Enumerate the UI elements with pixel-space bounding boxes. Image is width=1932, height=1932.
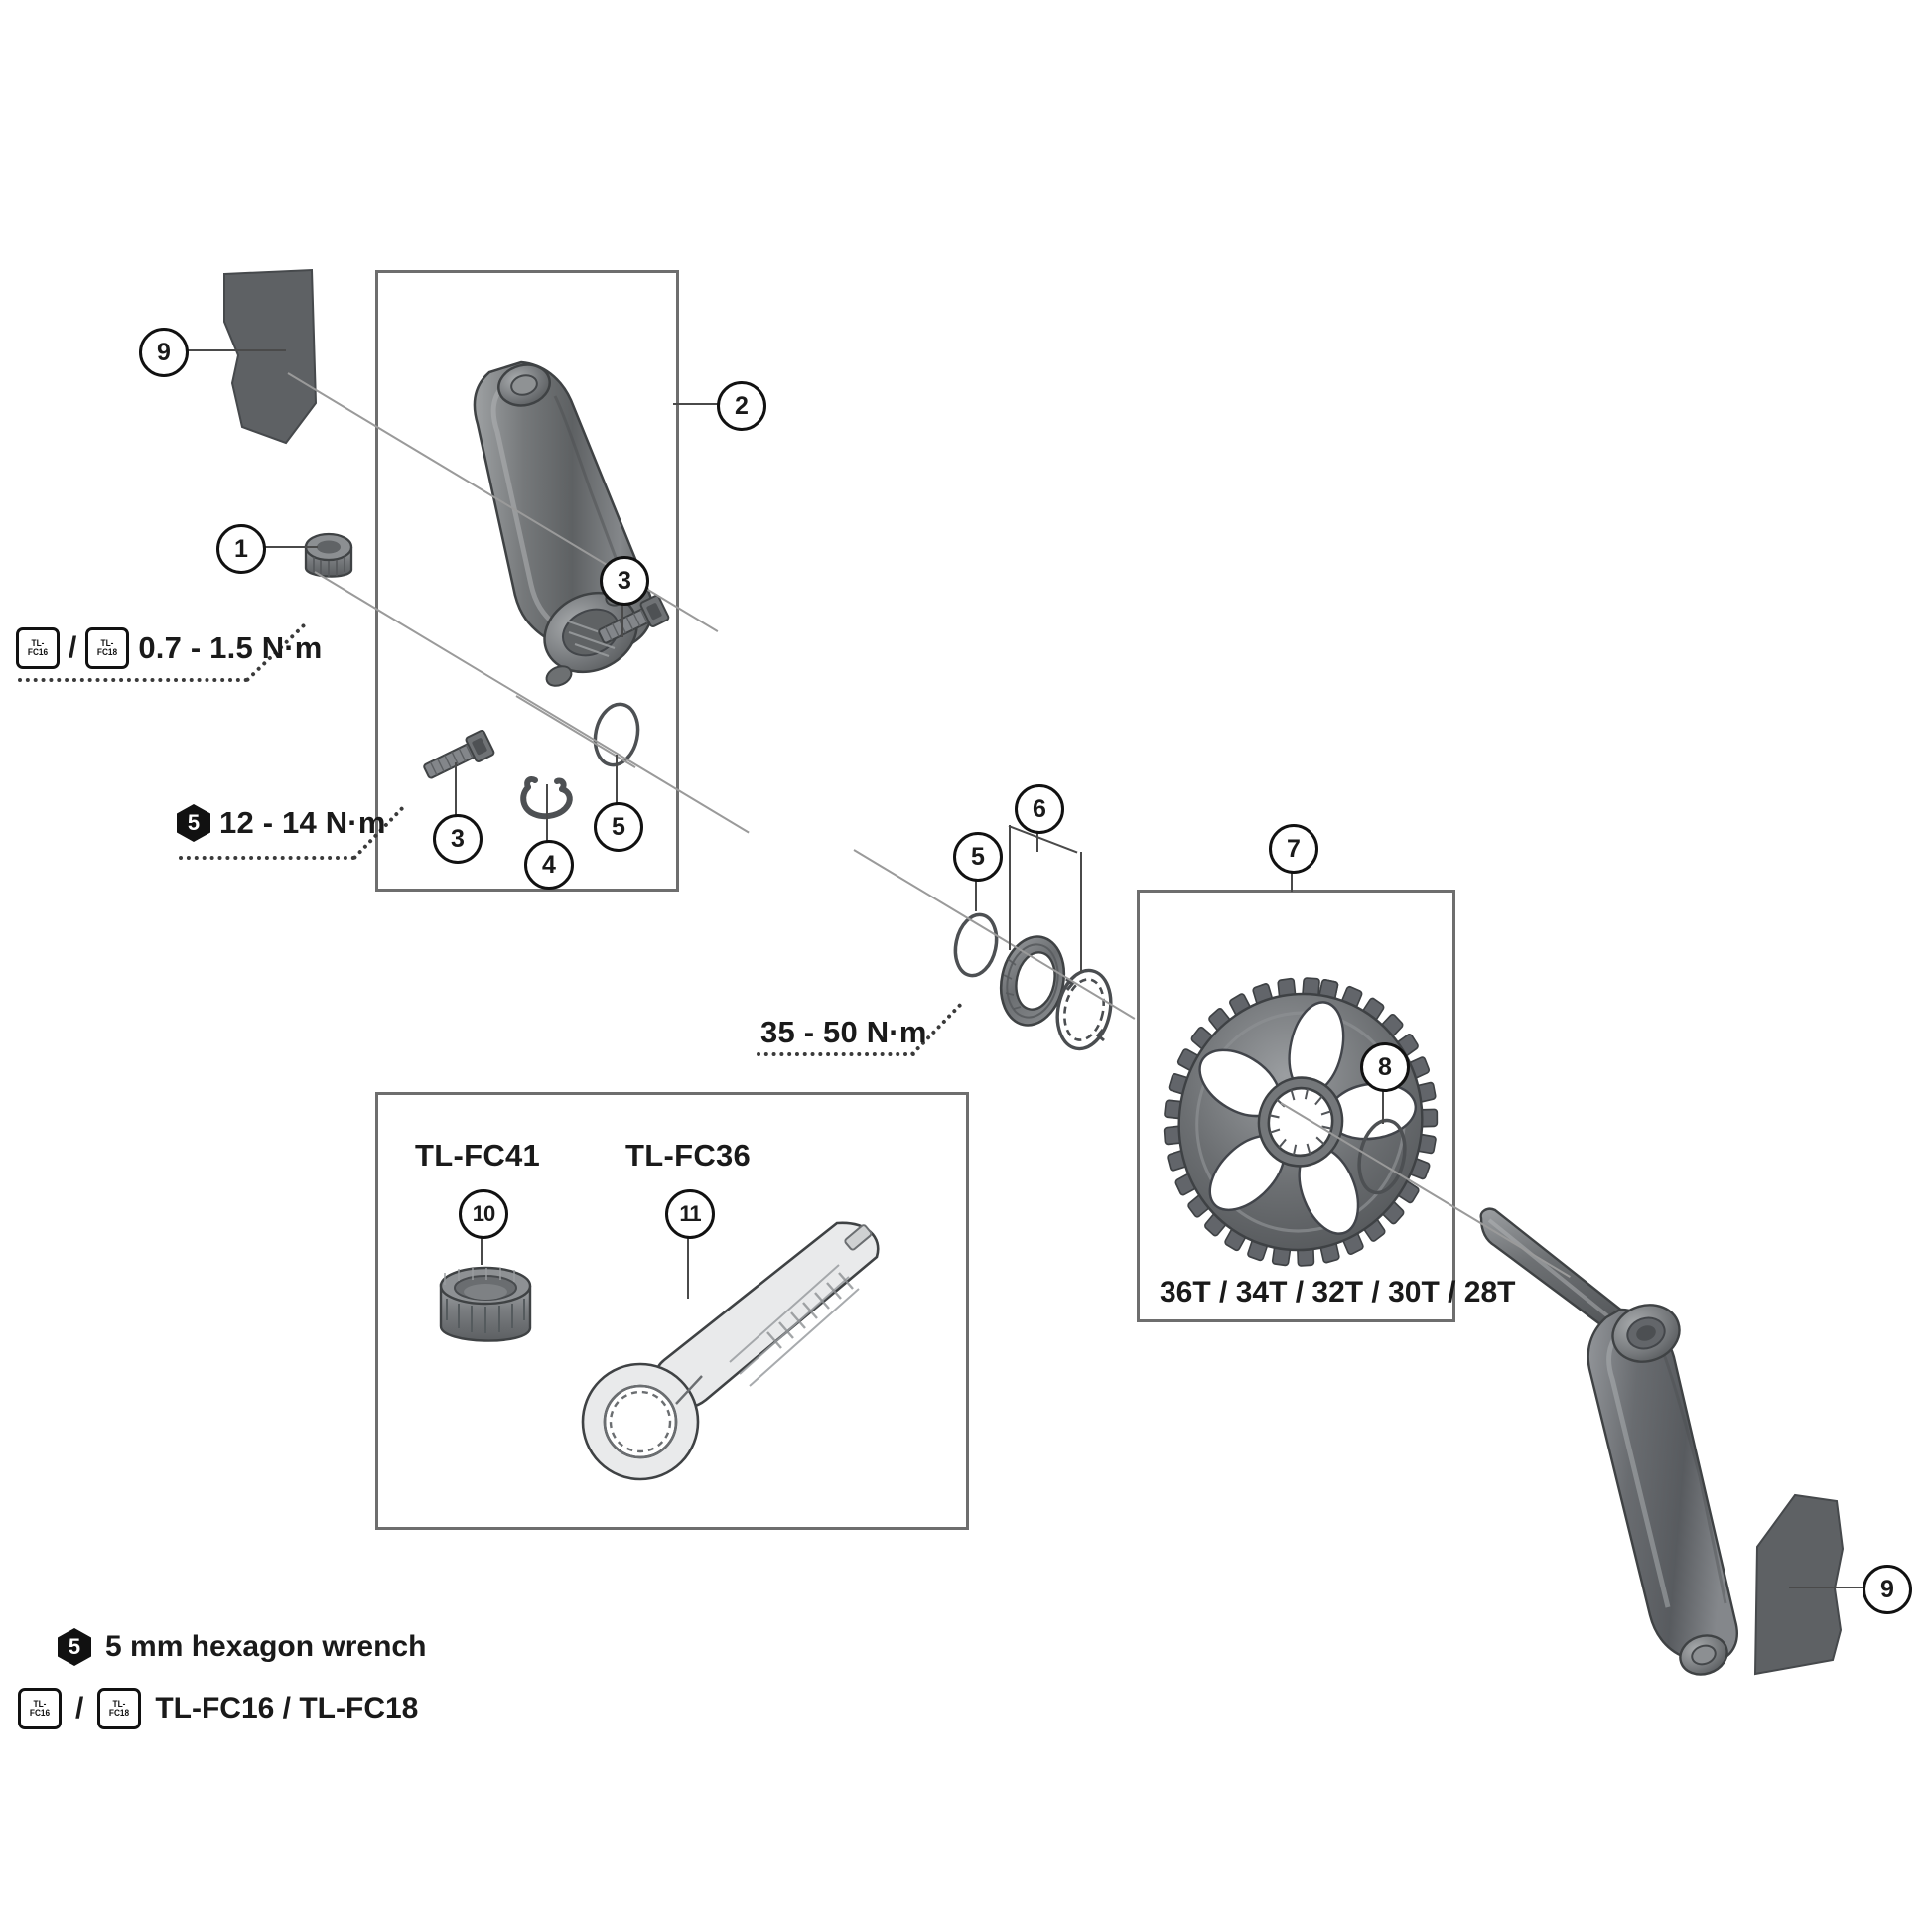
torque-dotline-cap-bolt [18,678,248,682]
lockring [999,935,1066,1027]
leader-3-lower [455,762,457,816]
torque-dotline-crank-bolts [179,856,355,860]
hex-wrench-badge: 5 [177,804,210,842]
tl-fc36-tool [581,1221,880,1481]
leader-9-left [185,349,286,351]
tool-name-tl-fc41: TL-FC41 [415,1138,541,1173]
callout-9-left[interactable]: 9 [139,328,189,377]
tl-fc18-legend-line1: TL- [112,1699,126,1710]
lockring-washer [1055,968,1113,1051]
leader-8 [1382,1086,1384,1124]
legend-tl-fc-tools-label: TL-FC16 / TL-FC18 [155,1692,419,1725]
leader-3-upper [621,600,623,637]
legend-tl-fc-tools: TL- FC16 / TL- FC18 TL-FC16 / TL-FC18 [18,1688,418,1729]
leader-9-right [1789,1587,1864,1588]
leader-6-stem [1036,828,1038,852]
torque-value-crank-bolts: 12 - 14 N·m [219,805,386,840]
tl-fc18-badge-line2: FC18 [97,647,118,657]
o-ring-crank [593,702,640,767]
bracket-6-left [1009,825,1011,950]
tl-fc18-legend-icon: TL- FC18 [97,1688,142,1729]
torque-value-lockring: 35 - 50 N·m [760,1015,927,1049]
tools-box [375,1092,969,1530]
bracket-6-right [1080,852,1082,973]
pinch-bolt-lower [423,729,495,779]
leader-7 [1291,868,1293,892]
callout-8[interactable]: 8 [1360,1042,1410,1092]
torque-spec-crank-bolts: 5 12 - 14 N·m [177,804,386,842]
chainring-sizes-label: 36T / 34T / 32T / 30T / 28T [1160,1276,1516,1309]
callout-7[interactable]: 7 [1269,824,1318,874]
left-crank-arm [473,360,654,687]
pinch-bolt-upper [598,594,670,644]
legend-tool-separator: / [75,1692,84,1725]
left-crank-assembly-box [375,270,679,892]
chainring-box [1137,890,1455,1322]
hexagon-5-icon: 5 [58,1628,91,1666]
leader-2 [673,403,719,405]
torque-spec-cap-bolt: TL- FC16 / TL- FC18 0.7 - 1.5 N·m [16,627,323,669]
callout-4[interactable]: 4 [524,840,574,890]
tl-fc18-badge-line1: TL- [100,638,114,649]
tl-fc41-tool [439,1266,532,1342]
tl-fc16-badge: TL- FC16 [16,627,60,669]
torque-value-cap-bolt: 0.7 - 1.5 N·m [138,630,323,665]
torque-spec-lockring: 35 - 50 N·m [760,1015,927,1050]
callout-1[interactable]: 1 [216,524,266,574]
callout-3-upper[interactable]: 3 [600,556,649,606]
crank-arm-protector-left [223,268,318,445]
callout-2[interactable]: 2 [717,381,766,431]
callout-11[interactable]: 11 [665,1189,715,1239]
tool-name-tl-fc36: TL-FC36 [625,1138,752,1173]
leader-10 [481,1233,483,1265]
o-ring-spindle [953,912,999,978]
callout-5-spindle[interactable]: 5 [953,832,1003,882]
leader-11 [687,1233,689,1299]
tl-fc16-legend-line2: FC16 [29,1708,51,1718]
torque-dotline-lockring [757,1052,915,1056]
legend-hexagon-wrench-label: 5 mm hexagon wrench [105,1630,427,1663]
tl-fc18-badge: TL- FC18 [85,627,130,669]
crank-arm-protector-right [1753,1493,1845,1676]
callout-10[interactable]: 10 [459,1189,508,1239]
retaining-clip [520,776,573,820]
callout-3-lower[interactable]: 3 [433,814,483,864]
tl-fc18-legend-line2: FC18 [109,1708,130,1718]
torque-tool-separator: / [69,631,77,664]
tl-fc16-badge-line1: TL- [31,638,45,649]
leader-4 [546,784,548,842]
tl-fc16-badge-line2: FC16 [27,647,49,657]
tl-fc16-legend-icon: TL- FC16 [18,1688,62,1729]
callout-5-crank[interactable]: 5 [594,802,643,852]
crank-cap [304,532,353,578]
leader-5-spindle [975,876,977,911]
leader-1 [262,546,318,548]
leader-5-crank [616,755,618,804]
callout-6[interactable]: 6 [1015,784,1064,834]
right-crank-arm [1479,1207,1738,1676]
legend-hexagon-wrench: 5 5 mm hexagon wrench [58,1628,426,1666]
callout-9-right[interactable]: 9 [1863,1565,1912,1614]
tl-fc16-legend-line1: TL- [33,1699,47,1710]
